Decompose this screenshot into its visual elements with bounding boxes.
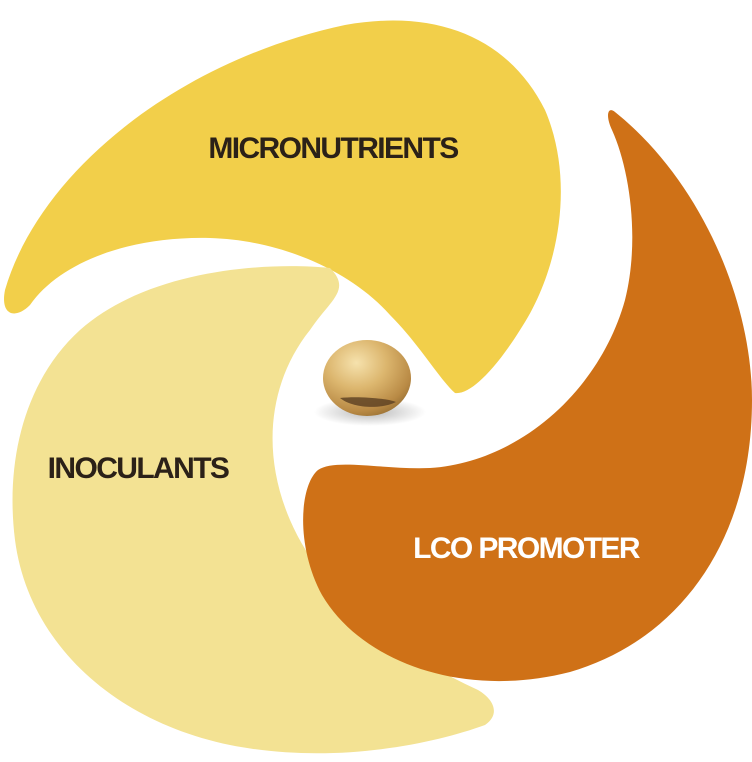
segment-inoculants-label: INOCULANTS	[48, 452, 229, 485]
segment-micronutrients-label: MICRONUTRIENTS	[208, 132, 458, 165]
segment-lco-promoter: LCO PROMOTER	[303, 110, 752, 682]
segment-micronutrients-shape	[4, 20, 561, 394]
segment-lco-promoter-shape	[303, 110, 752, 682]
seed-hilum	[340, 397, 396, 407]
segment-micronutrients: MICRONUTRIENTS	[4, 20, 561, 394]
seed-body	[323, 340, 411, 416]
soybean-seed-image	[314, 340, 426, 426]
segment-lco-promoter-label: LCO PROMOTER	[413, 532, 641, 565]
